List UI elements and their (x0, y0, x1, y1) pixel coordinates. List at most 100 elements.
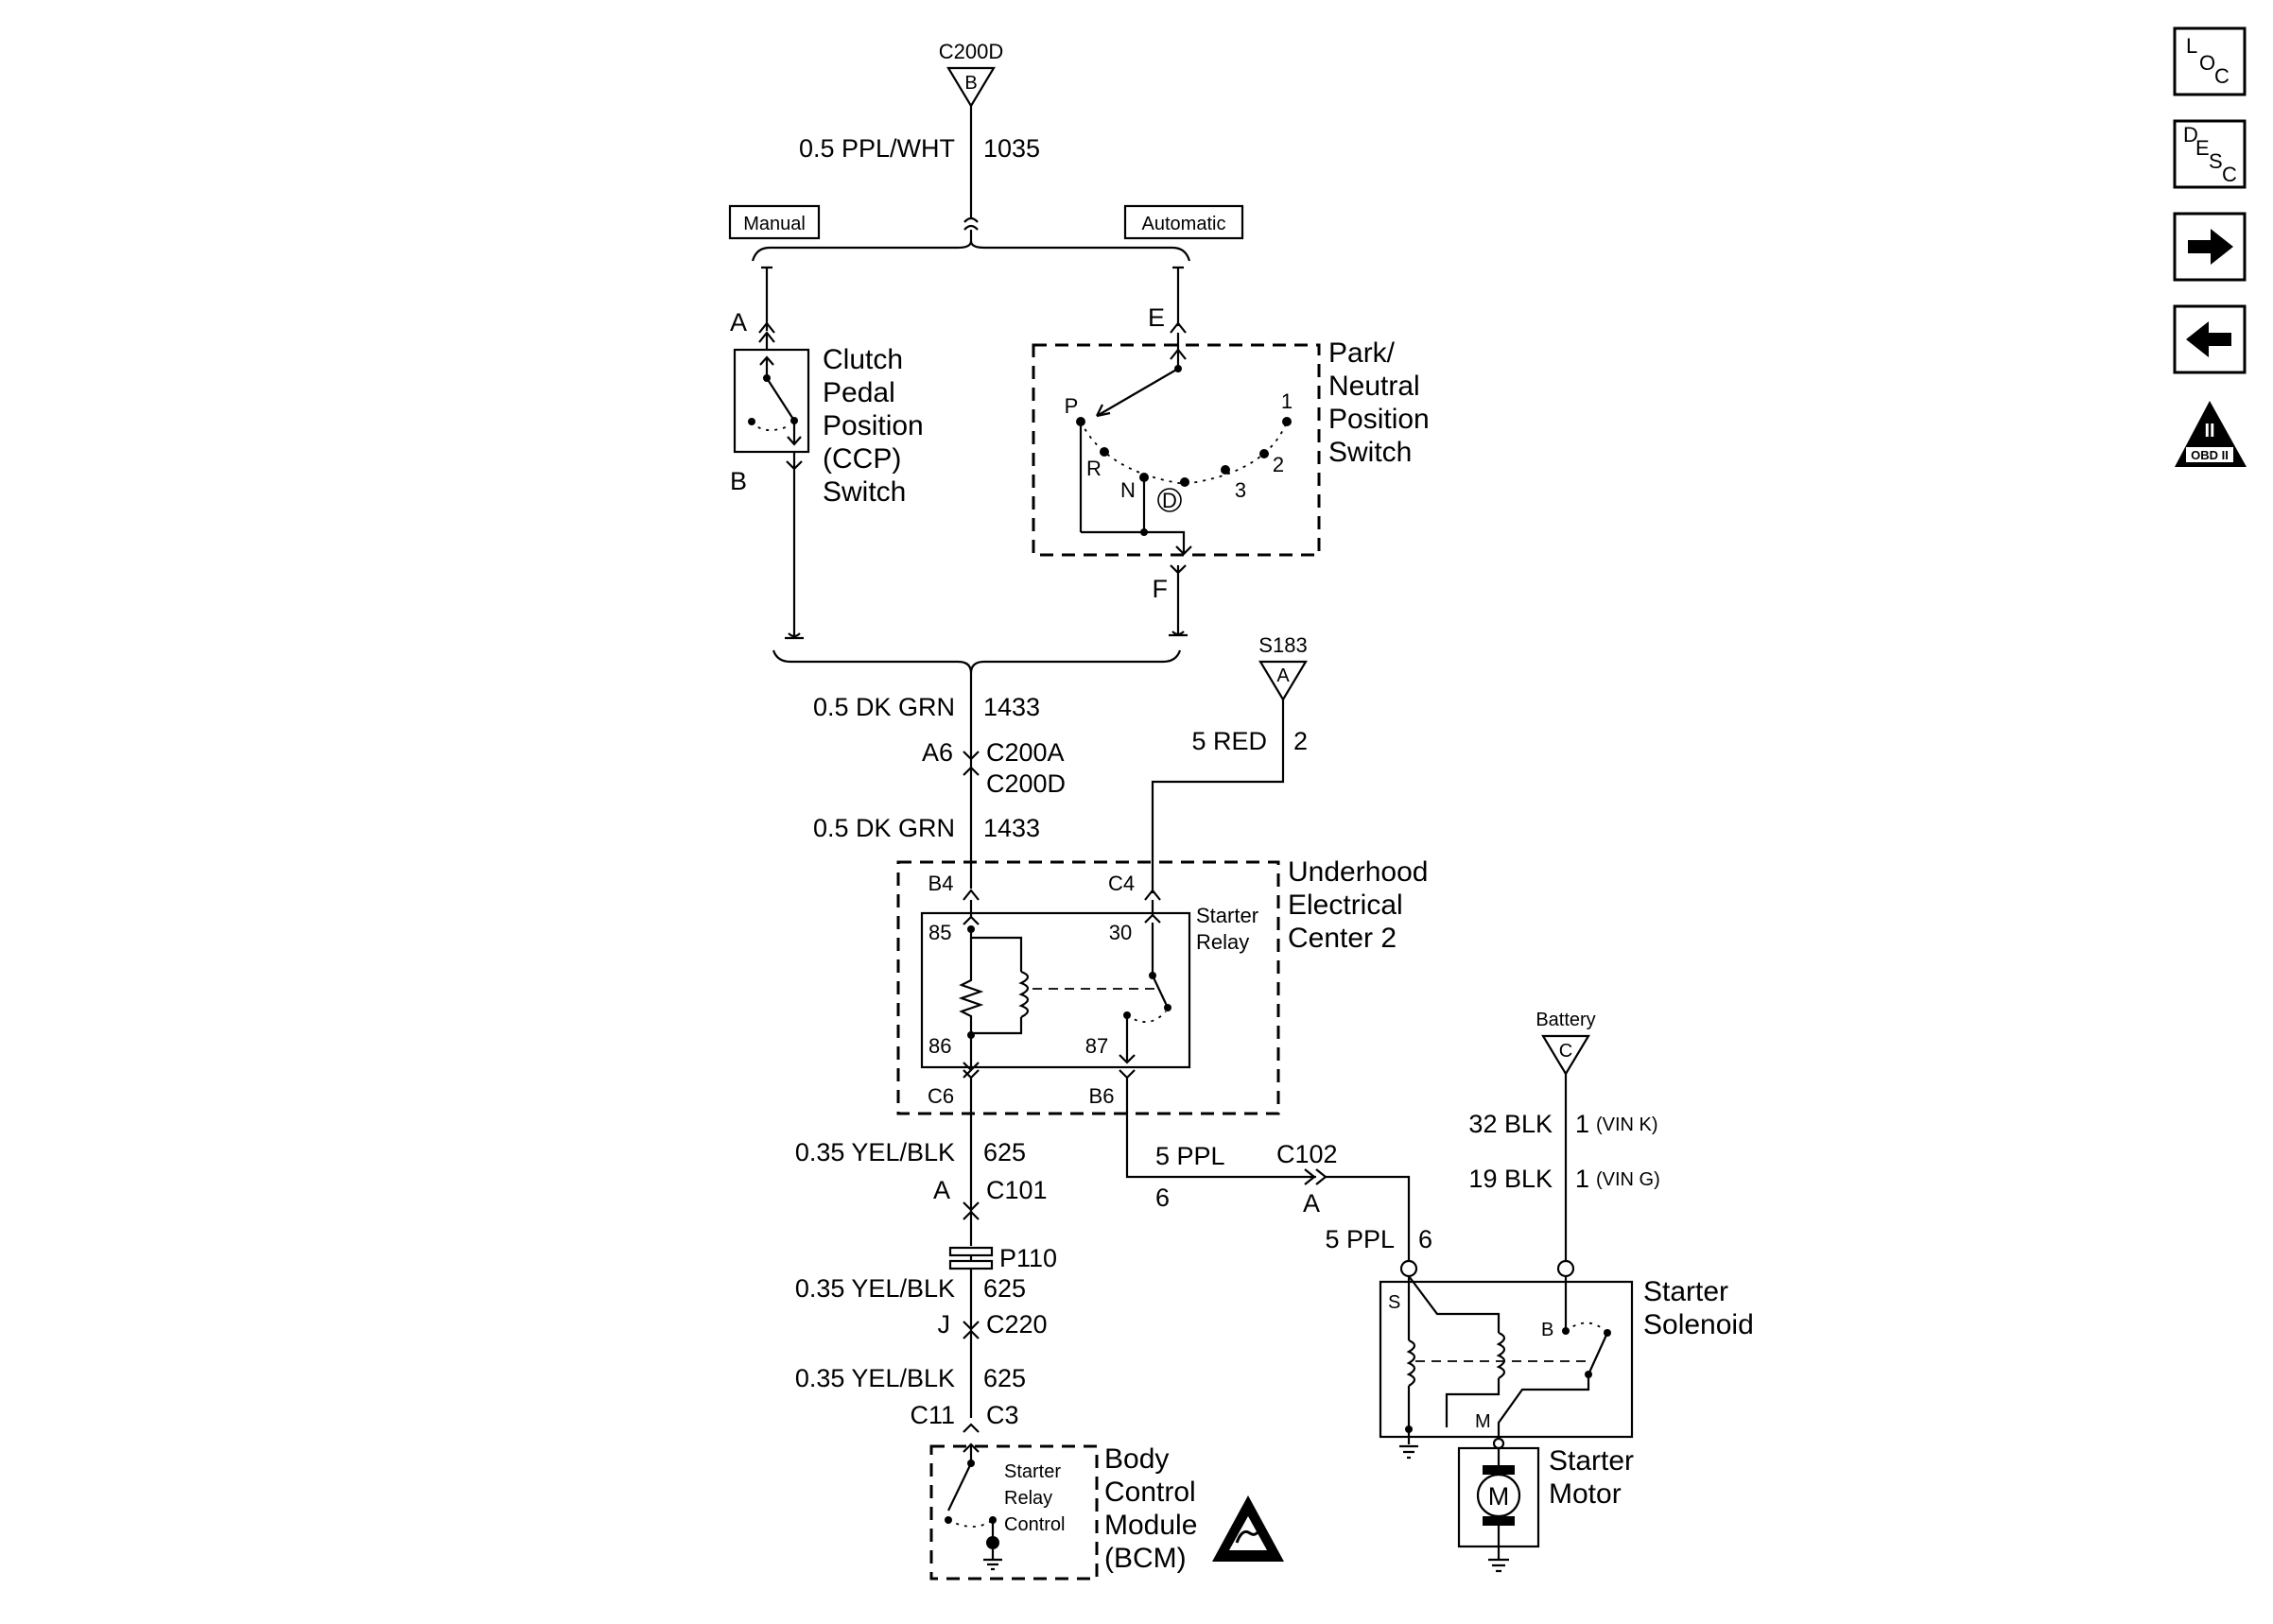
svg-text:625: 625 (983, 1274, 1026, 1303)
starter-solenoid: S B M (1379, 1275, 1634, 1460)
svg-text:Underhood: Underhood (1288, 856, 1428, 888)
splice-p110: P110 (948, 1244, 1057, 1272)
svg-text:1: 1 (1575, 1165, 1589, 1193)
svg-text:B6: B6 (1089, 1084, 1115, 1108)
battery-connector: Battery C (1536, 1010, 1596, 1077)
wire-color-label: 0.5 PPL/WHT (799, 134, 955, 163)
svg-text:19 BLK: 19 BLK (1468, 1165, 1553, 1193)
svg-text:5 RED: 5 RED (1191, 727, 1267, 755)
svg-text:Switch: Switch (823, 476, 906, 508)
connector-s183: S183 A (1258, 633, 1308, 702)
svg-text:D: D (1162, 489, 1177, 512)
location-button[interactable]: L O C (2173, 26, 2247, 96)
svg-text:0.5 DK GRN: 0.5 DK GRN (813, 814, 955, 842)
svg-text:Electrical: Electrical (1288, 890, 1403, 921)
svg-text:(VIN G): (VIN G) (1596, 1169, 1660, 1190)
bcm-label: Body Control Module (BCM) (1104, 1443, 1197, 1574)
svg-text:M: M (1488, 1482, 1510, 1511)
svg-text:C220: C220 (986, 1310, 1048, 1339)
wire-circuit-label: 1035 (983, 134, 1040, 163)
connector-pin: B (964, 73, 977, 94)
svg-text:Battery: Battery (1536, 1010, 1595, 1030)
svg-text:C4: C4 (1108, 872, 1135, 895)
svg-text:M: M (1475, 1411, 1491, 1432)
next-button[interactable] (2173, 212, 2247, 282)
svg-text:5 PPL: 5 PPL (1155, 1142, 1225, 1170)
svg-text:C: C (2214, 64, 2230, 88)
svg-text:30: 30 (1109, 921, 1132, 944)
svg-text:P110: P110 (999, 1244, 1057, 1272)
svg-text:6: 6 (1418, 1225, 1432, 1253)
svg-text:II: II (2204, 421, 2214, 441)
pin-label: F (1153, 575, 1169, 603)
svg-text:C: C (1559, 1041, 1572, 1062)
svg-text:85: 85 (928, 921, 951, 944)
svg-text:0.35 YEL/BLK: 0.35 YEL/BLK (795, 1274, 955, 1303)
svg-text:2: 2 (1273, 453, 1284, 476)
svg-text:Module: Module (1104, 1510, 1197, 1541)
svg-text:Starter: Starter (1004, 1461, 1061, 1482)
svg-text:Solenoid: Solenoid (1643, 1309, 1754, 1340)
svg-text:S183: S183 (1258, 633, 1307, 657)
svg-text:Neutral: Neutral (1328, 371, 1420, 402)
description-button[interactable]: D E S C (2173, 119, 2247, 189)
svg-text:E: E (2195, 136, 2210, 160)
option-manual: Manual (728, 204, 821, 240)
svg-text:A: A (933, 1176, 950, 1204)
svg-text:A6: A6 (922, 738, 953, 767)
arrow-left-icon (2186, 321, 2231, 357)
svg-text:625: 625 (983, 1364, 1026, 1392)
svg-text:N: N (1120, 478, 1136, 502)
svg-text:625: 625 (983, 1138, 1026, 1166)
svg-text:C3: C3 (986, 1401, 1019, 1429)
svg-text:O: O (2199, 51, 2215, 75)
esd-warning-icon (1212, 1495, 1284, 1562)
svg-text:Control: Control (1004, 1514, 1065, 1535)
pin-label: A (730, 308, 747, 337)
svg-text:Relay: Relay (1004, 1488, 1052, 1509)
svg-text:Starter: Starter (1549, 1445, 1634, 1477)
starter-motor: M (1457, 1437, 1540, 1573)
svg-text:Position: Position (823, 410, 924, 441)
pin-label: E (1148, 303, 1165, 332)
svg-text:Switch: Switch (1328, 437, 1412, 468)
ccp-switch-label: Clutch Pedal Position (CCP) Switch (823, 344, 924, 508)
svg-text:L: L (2186, 34, 2197, 58)
pnp-switch-label: Park/ Neutral Position Switch (1328, 337, 1430, 468)
svg-text:Control: Control (1104, 1477, 1196, 1508)
svg-text:Clutch: Clutch (823, 344, 903, 375)
svg-text:(CCP): (CCP) (823, 443, 901, 475)
svg-text:S: S (2209, 149, 2223, 173)
svg-text:Relay: Relay (1196, 930, 1249, 954)
svg-text:C6: C6 (928, 1084, 954, 1108)
svg-text:1: 1 (1575, 1110, 1589, 1138)
svg-text:OBD II: OBD II (2191, 448, 2229, 462)
svg-text:Motor: Motor (1549, 1478, 1622, 1510)
svg-text:Position: Position (1328, 404, 1430, 435)
svg-text:1: 1 (1281, 389, 1293, 413)
svg-text:B4: B4 (928, 872, 954, 895)
svg-text:C200A: C200A (986, 738, 1065, 767)
underhood-electrical-center: B4 C4 C6 B6 (896, 860, 1280, 1115)
uec-label: Underhood Electrical Center 2 (1288, 856, 1428, 954)
svg-text:1433: 1433 (983, 693, 1040, 721)
svg-text:(VIN K): (VIN K) (1596, 1114, 1658, 1135)
svg-text:Pedal: Pedal (823, 377, 895, 408)
svg-text:0.5 DK GRN: 0.5 DK GRN (813, 693, 955, 721)
svg-text:J: J (938, 1310, 951, 1339)
svg-text:Manual: Manual (743, 214, 806, 234)
svg-text:Starter: Starter (1643, 1276, 1728, 1307)
svg-text:3: 3 (1235, 478, 1246, 502)
svg-text:Park/: Park/ (1328, 337, 1396, 369)
svg-text:C102: C102 (1276, 1140, 1338, 1168)
svg-text:C101: C101 (986, 1176, 1048, 1204)
svg-text:C: C (2222, 163, 2237, 186)
svg-text:Starter: Starter (1196, 904, 1258, 927)
previous-button[interactable] (2173, 304, 2247, 374)
svg-text:32 BLK: 32 BLK (1468, 1110, 1553, 1138)
arrow-right-icon (2188, 229, 2233, 265)
connector-name: C200D (939, 40, 1003, 63)
obd-ii-icon[interactable]: II OBD II (2175, 401, 2247, 467)
svg-text:0.35 YEL/BLK: 0.35 YEL/BLK (795, 1364, 955, 1392)
svg-text:87: 87 (1085, 1034, 1108, 1058)
